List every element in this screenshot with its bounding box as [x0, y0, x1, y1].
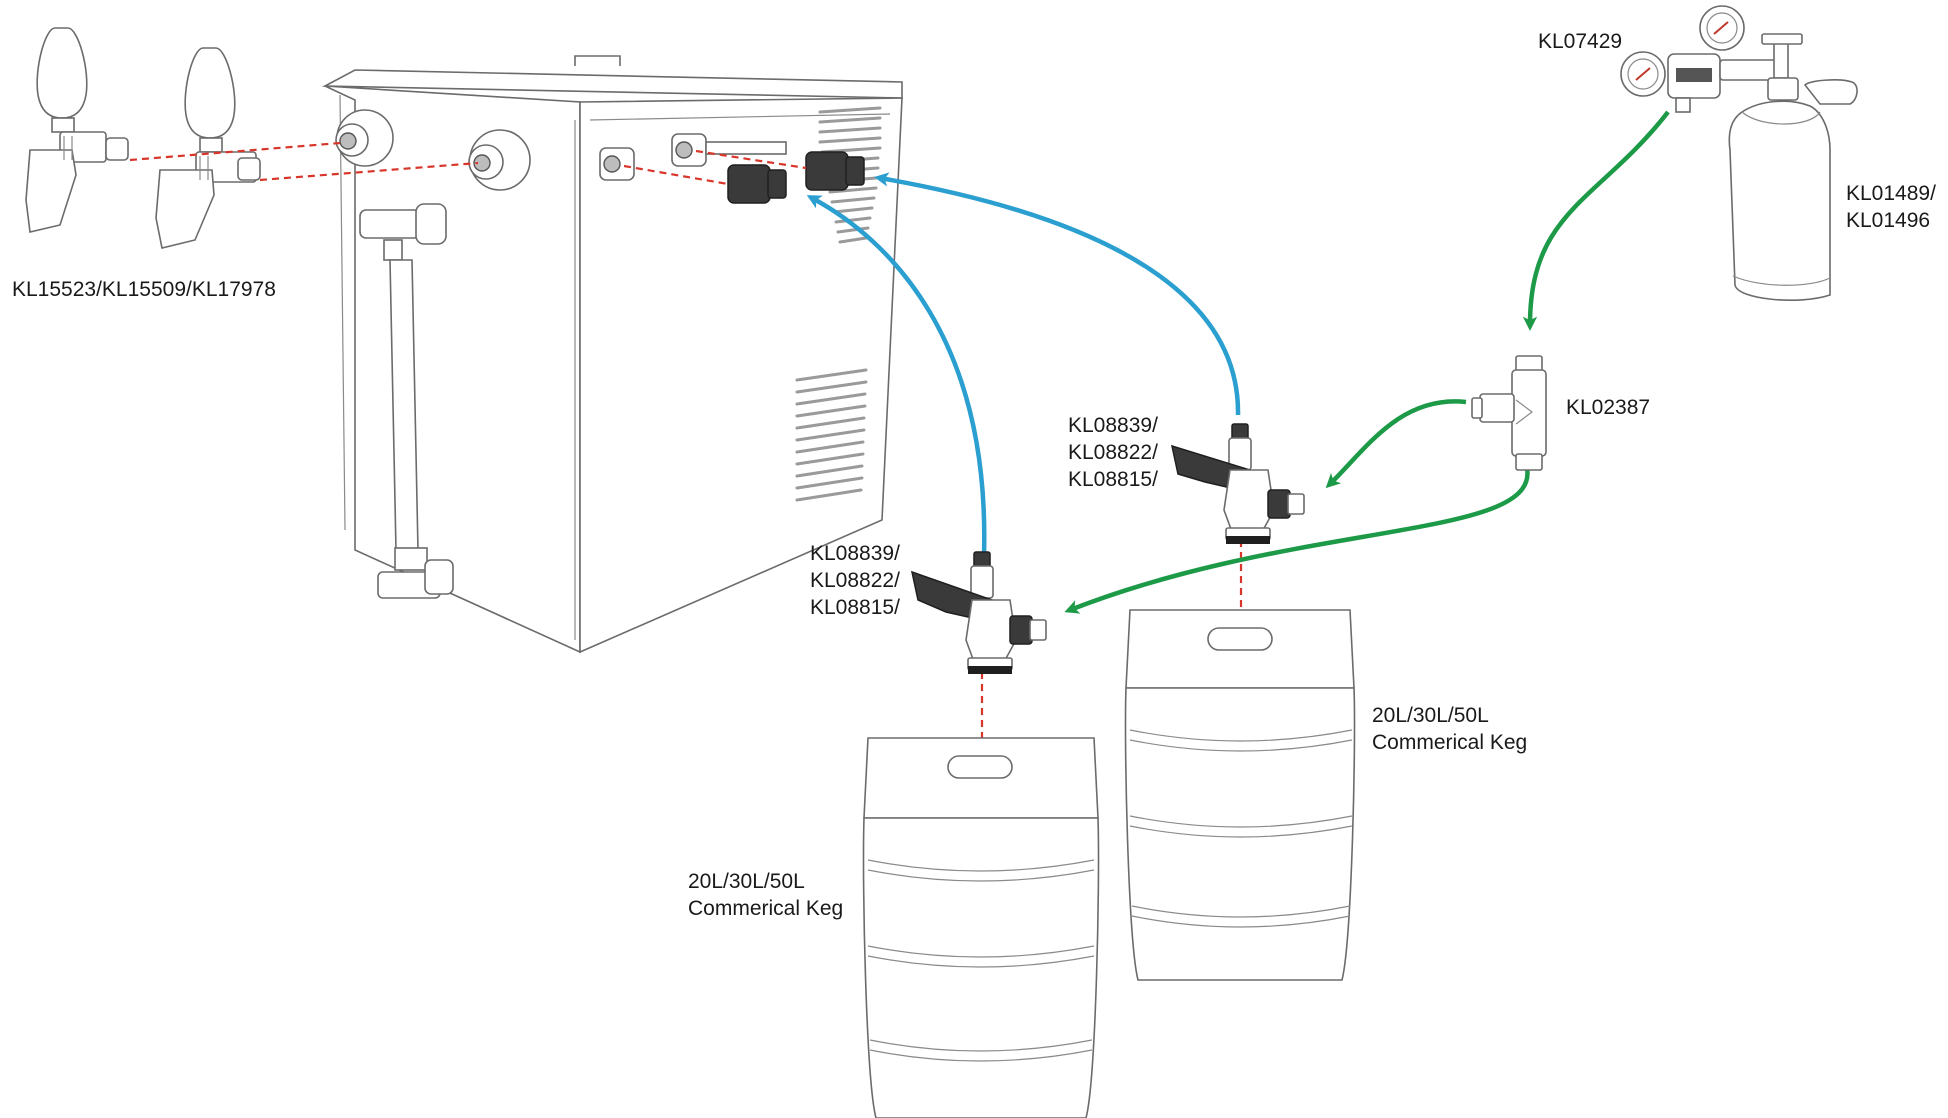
commercial-keg-icon: [862, 737, 1100, 1118]
coupler-left-part-line-2: KL08822/: [810, 569, 900, 592]
beer-line: [874, 172, 1241, 416]
keg-right-size: 20L/30L/50L: [1372, 704, 1489, 727]
regulator-part-number: KL07429: [1538, 30, 1623, 53]
coupler-right-part-label: KL08839/ KL08822/ KL08815/: [1068, 412, 1158, 493]
cooler-tap-port: [335, 109, 394, 167]
beer-tap-icon: [155, 47, 261, 249]
keg-right-label: 20L/30L/50L Commerical Keg: [1372, 702, 1527, 756]
beer-tap-icon: [25, 27, 129, 233]
cooler-outlet-port: [671, 133, 787, 167]
coupler-left-part-label: KL08839/ KL08822/ KL08815/: [810, 540, 900, 621]
co2-cylinder-icon: [1728, 77, 1858, 301]
coupler-right-part-line-3: KL08815/: [1068, 468, 1158, 491]
taps-part-number: KL15523/KL15509/KL17978: [12, 278, 276, 301]
commercial-keg-icon: [1124, 609, 1356, 981]
connection-lines: [129, 141, 1243, 738]
coupler-left-part-line-3: KL08815/: [810, 596, 900, 619]
beer-line-connector: [805, 151, 865, 191]
tee-part-label: KL02387: [1566, 394, 1650, 421]
coupler-right-part-line-2: KL08822/: [1068, 441, 1158, 464]
keg-left-label: 20L/30L/50L Commerical Keg: [688, 868, 843, 922]
beer-line: [806, 195, 987, 556]
gas-line: [1325, 399, 1467, 489]
tee-splitter-icon: [1471, 355, 1547, 471]
cooler-tap-port: [468, 129, 531, 191]
beer-cooler-icon: [321, 55, 903, 654]
keg-coupler-icon: [910, 551, 1047, 674]
keg-left-type: Commerical Keg: [688, 897, 844, 920]
regulator-part-label: KL07429: [1538, 28, 1622, 55]
cooler-outlet-port: [599, 147, 635, 181]
gas-line: [1064, 467, 1530, 614]
keg-coupler-icon: [1170, 423, 1305, 544]
co2-regulator-icon: [1620, 5, 1803, 113]
cylinder-part-number-line-1: KL01489/: [1846, 182, 1936, 205]
taps-part-label: KL15523/KL15509/KL17978: [12, 276, 276, 303]
drain-pipe: [359, 203, 454, 599]
keg-left-size: 20L/30L/50L: [688, 870, 805, 893]
keg-right-type: Commerical Keg: [1372, 731, 1528, 754]
vent-grille: [795, 368, 868, 502]
coupler-left-part-line-1: KL08839/: [810, 542, 900, 565]
coupler-right-part-line-1: KL08839/: [1068, 414, 1158, 437]
beer-line-connector: [727, 164, 787, 204]
tee-part-number: KL02387: [1566, 396, 1651, 419]
cylinder-part-label: KL01489/ KL01496: [1846, 180, 1936, 234]
cylinder-part-number-line-2: KL01496: [1846, 209, 1931, 232]
gas-line: [1522, 110, 1670, 331]
